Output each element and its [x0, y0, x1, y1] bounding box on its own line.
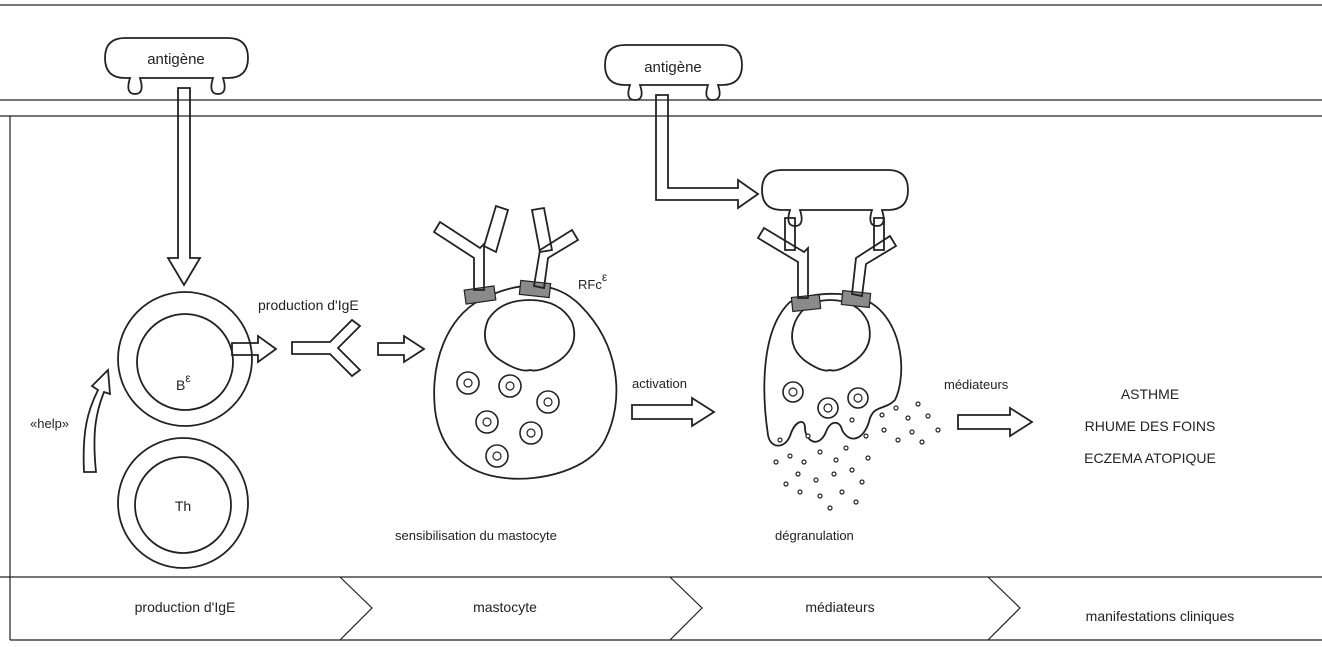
clinical-item: ASTHME — [1121, 386, 1179, 402]
step-label: mastocyte — [473, 599, 537, 615]
arrow-antigen-to-bound — [656, 95, 758, 208]
production-ige-label: production d'IgE — [258, 297, 359, 313]
step-label: production d'IgE — [135, 599, 236, 615]
mast-cell-1: RFcε — [434, 206, 616, 479]
b-cell: Bε — [118, 292, 252, 426]
receptor-label: RFc — [578, 277, 602, 292]
arrow-activation — [632, 398, 714, 426]
th-cell-label: Th — [175, 498, 191, 514]
antigen-bound — [762, 170, 908, 226]
help-arrow: «help» — [30, 370, 110, 472]
activation-label: activation — [632, 376, 687, 391]
help-label: «help» — [30, 416, 69, 431]
arrow-antigen-to-b — [168, 88, 200, 285]
steps-band: production d'IgE mastocyte médiateurs ma… — [0, 577, 1322, 640]
arrow-ige-to-mast — [378, 336, 424, 362]
clinical-item: ECZEMA ATOPIQUE — [1084, 450, 1216, 466]
sensibilisation-label: sensibilisation du mastocyte — [395, 528, 557, 543]
th-cell: Th — [118, 438, 248, 568]
antigen-right: antigène — [605, 45, 742, 100]
frame — [0, 5, 1322, 577]
clinical-list: ASTHME RHUME DES FOINS ECZEMA ATOPIQUE — [1084, 386, 1216, 466]
clinical-item: RHUME DES FOINS — [1085, 418, 1216, 434]
svg-text:Bε: Bε — [176, 371, 191, 393]
step-label: manifestations cliniques — [1086, 608, 1235, 624]
degranulation-label: dégranulation — [775, 528, 854, 543]
arrow-mediateurs — [958, 408, 1032, 436]
svg-text:RFcε: RFcε — [578, 270, 608, 292]
arrow-b-to-ige — [232, 336, 276, 362]
mast-cell-2 — [758, 218, 940, 510]
step-label: médiateurs — [805, 599, 874, 615]
b-cell-epsilon: ε — [185, 371, 191, 385]
free-ige — [292, 320, 360, 376]
b-cell-label: B — [176, 377, 185, 393]
mediateurs-label: médiateurs — [944, 377, 1009, 392]
receptor-epsilon: ε — [602, 270, 608, 284]
antigen-right-label: antigène — [644, 59, 702, 76]
antigen-left: antigène — [105, 38, 248, 94]
antigen-left-label: antigène — [147, 51, 205, 68]
